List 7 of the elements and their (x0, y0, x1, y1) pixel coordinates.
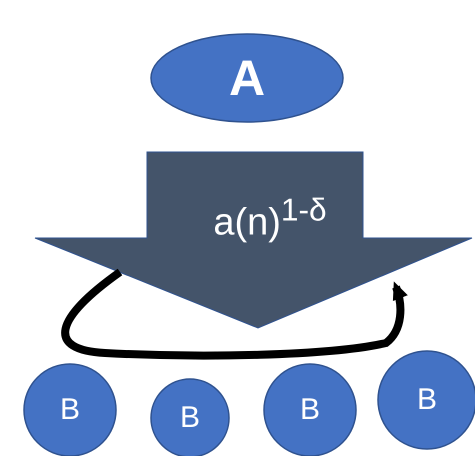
node-label: B (300, 393, 320, 427)
node-label: B (417, 383, 437, 417)
node-label: B (180, 401, 200, 435)
formula-label: a(n)$^{1-δ}$ (213, 192, 327, 244)
node-label: A (228, 49, 266, 107)
node-label: B (60, 393, 80, 427)
loop-arrow (61, 268, 408, 360)
